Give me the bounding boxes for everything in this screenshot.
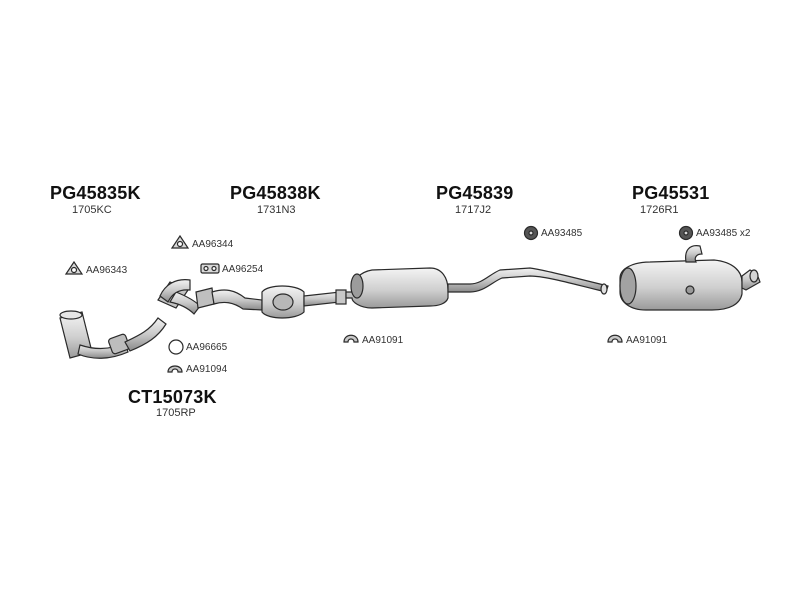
gasket-96344-label: AA96344 <box>192 239 234 250</box>
middle-silencer-code: PG45839 <box>436 183 514 203</box>
rubber-93485-rear-label: AA93485 x2 <box>696 228 751 239</box>
ring-96665-icon <box>168 339 184 355</box>
catalyst-code: PG45838K <box>230 183 321 203</box>
middle-silencer-shape <box>345 267 609 309</box>
rear-silencer-shape <box>619 245 761 311</box>
rear-silencer-code: PG45531 <box>632 183 710 203</box>
front-catalyst-ref: 1705RP <box>156 407 196 419</box>
gasket-96254-hole-left-icon <box>203 265 209 272</box>
gasket-96254-label: AA96254 <box>222 264 264 275</box>
clamp-91091-mid-icon <box>343 334 359 343</box>
rubber-93485-rear-hole-icon <box>683 230 689 236</box>
catalyst-ref: 1731N3 <box>257 204 296 216</box>
rubber-93485-mid-hole-icon <box>528 230 534 236</box>
rear-silencer-ref: 1726R1 <box>640 204 679 216</box>
front-pipe-ref: 1705KC <box>72 204 112 216</box>
front-pipe-shape <box>157 279 215 315</box>
clamp-91094-label: AA91094 <box>186 364 228 375</box>
gasket-96343-hole-icon <box>70 266 78 274</box>
gasket-96343-label: AA96343 <box>86 265 128 276</box>
middle-silencer-ref: 1717J2 <box>455 204 492 216</box>
rubber-93485-mid-label: AA93485 <box>541 228 583 239</box>
front-catalyst-code: CT15073K <box>128 387 217 407</box>
gasket-96344-hole-icon <box>176 240 184 248</box>
gasket-96254-hole-right-icon <box>211 265 217 272</box>
ring-96665-label: AA96665 <box>186 342 228 353</box>
clamp-91091-rear-icon <box>607 334 623 343</box>
clamp-91094-icon <box>167 365 183 373</box>
front-catalyst-shape <box>59 310 167 359</box>
clamp-91091-mid-label: AA91091 <box>362 335 404 346</box>
catalyst-shape <box>211 285 347 319</box>
front-pipe-code: PG45835K <box>50 183 141 203</box>
clamp-91091-rear-label: AA91091 <box>626 335 668 346</box>
